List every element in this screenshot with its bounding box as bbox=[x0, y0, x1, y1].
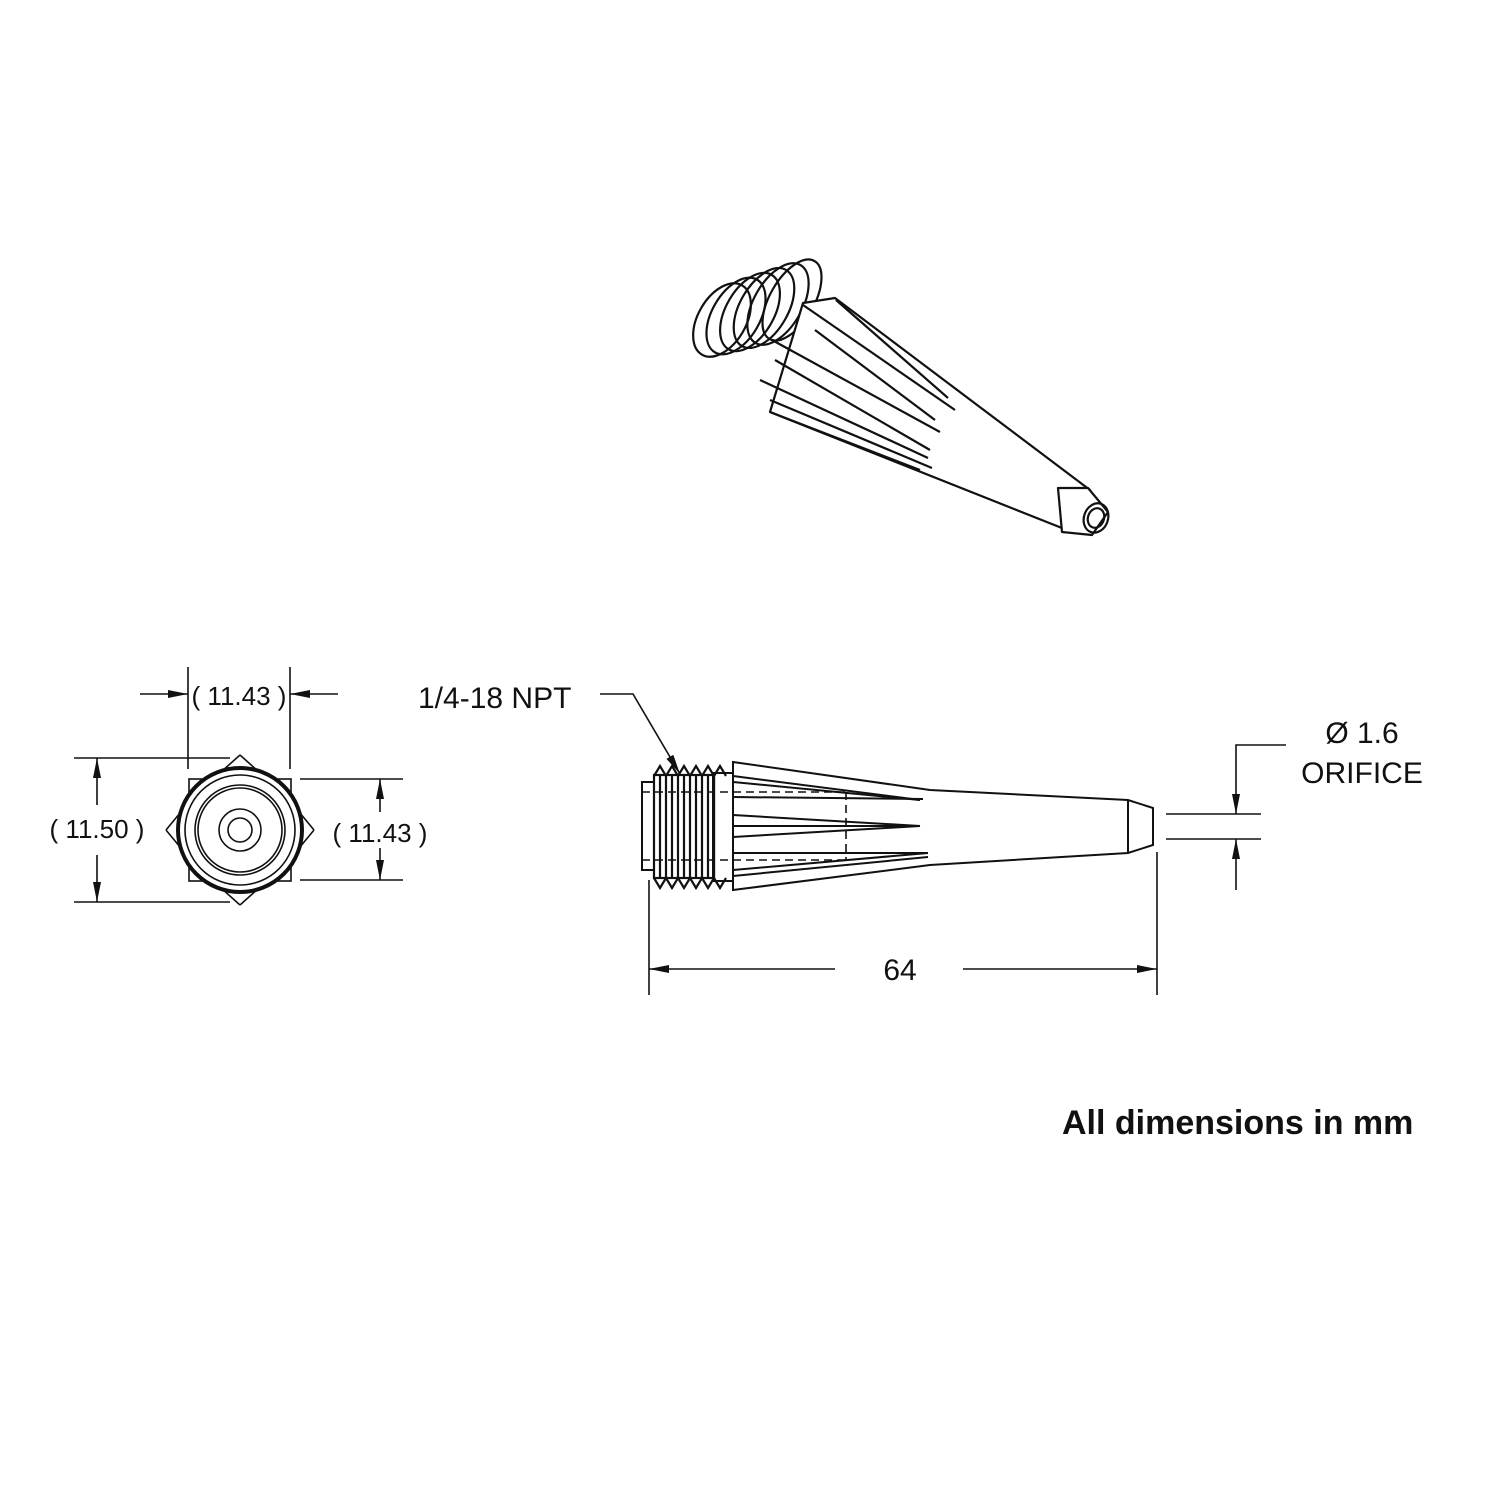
end-view-height-right-label: ( 11.43 ) bbox=[333, 818, 428, 848]
thread-callout-label: 1/4-18 NPT bbox=[418, 682, 571, 715]
units-note: All dimensions in mm bbox=[1062, 1104, 1414, 1142]
isometric-view bbox=[692, 258, 1110, 537]
end-view-dimensions bbox=[74, 667, 403, 903]
iso-thread-rings bbox=[692, 258, 823, 358]
side-view-dimensions bbox=[600, 693, 1286, 995]
overall-length-label: 64 bbox=[883, 954, 916, 987]
end-view-height-left-label: ( 11.50 ) bbox=[50, 814, 145, 844]
end-view bbox=[165, 754, 315, 906]
orifice-label: ORIFICE bbox=[1301, 757, 1423, 790]
thread-section bbox=[652, 763, 727, 891]
orifice-diameter-label: Ø 1.6 bbox=[1325, 717, 1398, 750]
end-view-width-label: ( 11.43 ) bbox=[192, 681, 287, 711]
side-view bbox=[641, 760, 1154, 892]
